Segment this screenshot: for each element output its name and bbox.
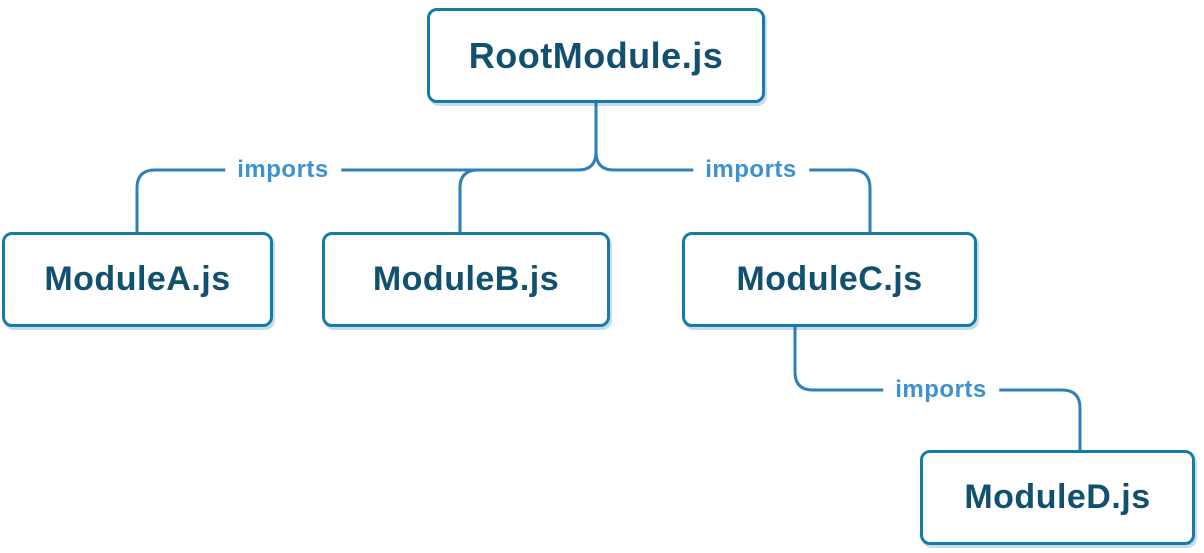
connector-root-to-moduleB: [458, 168, 479, 232]
node-moduleA: ModuleA.js: [2, 232, 273, 327]
edge-label-imports-left: imports: [225, 156, 341, 184]
node-moduleC: ModuleC.js: [682, 232, 977, 327]
edge-label-imports-right: imports: [693, 156, 809, 184]
node-moduleA-label: ModuleA.js: [44, 260, 231, 298]
node-moduleB-label: ModuleB.js: [372, 260, 560, 298]
connector-root-to-moduleC: [594, 151, 872, 232]
connector-root-to-moduleA: [135, 103, 598, 232]
edge-label-imports-bottom: imports: [883, 376, 999, 404]
node-moduleD-label: ModuleD.js: [964, 478, 1151, 516]
node-moduleD: ModuleD.js: [920, 450, 1195, 545]
node-rootmodule-label: RootModule.js: [468, 34, 724, 76]
node-moduleB: ModuleB.js: [322, 232, 610, 327]
node-moduleC-label: ModuleC.js: [736, 260, 923, 298]
node-rootmodule: RootModule.js: [427, 8, 765, 103]
